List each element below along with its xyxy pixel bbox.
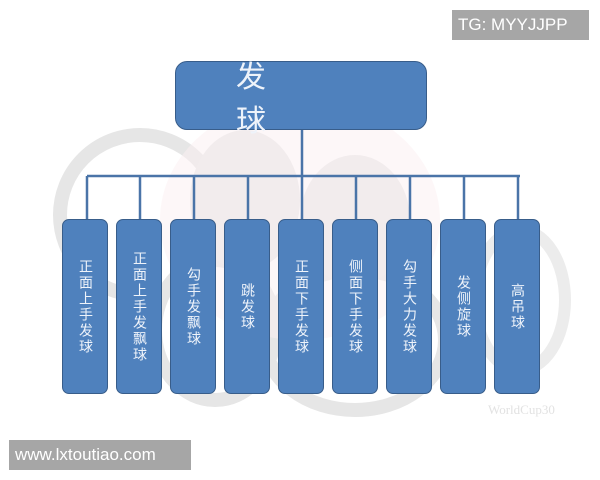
node-overhand-float-serve: 正面上手发飘球 — [116, 219, 162, 394]
node-side-underhand-serve: 侧面下手发球 — [332, 219, 378, 394]
node-underhand-serve: 正面下手发球 — [278, 219, 324, 394]
node-sidespin-serve: 发侧旋球 — [440, 219, 486, 394]
watermark-top-right: TG: MYYJJPP — [452, 10, 589, 40]
node-label: 勾手发飘球 — [185, 266, 201, 347]
node-label: 勾手大力发球 — [401, 258, 417, 355]
node-label: 跳发球 — [239, 282, 255, 331]
node-label: 发侧旋球 — [455, 274, 471, 339]
node-hook-power-serve: 勾手大力发球 — [386, 219, 432, 394]
root-node-serve: 发 球 — [175, 60, 427, 139]
watermark-bottom-left: www.lxtoutiao.com — [9, 440, 191, 470]
node-lob-serve: 高吊球 — [494, 219, 540, 394]
node-label: 正面下手发球 — [293, 258, 309, 355]
node-overhand-serve: 正面上手发球 — [62, 219, 108, 394]
root-node-label: 发 球 — [236, 59, 326, 139]
corner-logo-watermark: WorldCup30 — [488, 402, 555, 417]
node-hook-float-serve: 勾手发飘球 — [170, 219, 216, 394]
node-jump-serve: 跳发球 — [224, 219, 270, 394]
node-label: 正面上手发飘球 — [131, 250, 147, 363]
node-label: 正面上手发球 — [77, 258, 93, 355]
node-label: 侧面下手发球 — [347, 258, 363, 355]
node-label: 高吊球 — [509, 282, 525, 331]
